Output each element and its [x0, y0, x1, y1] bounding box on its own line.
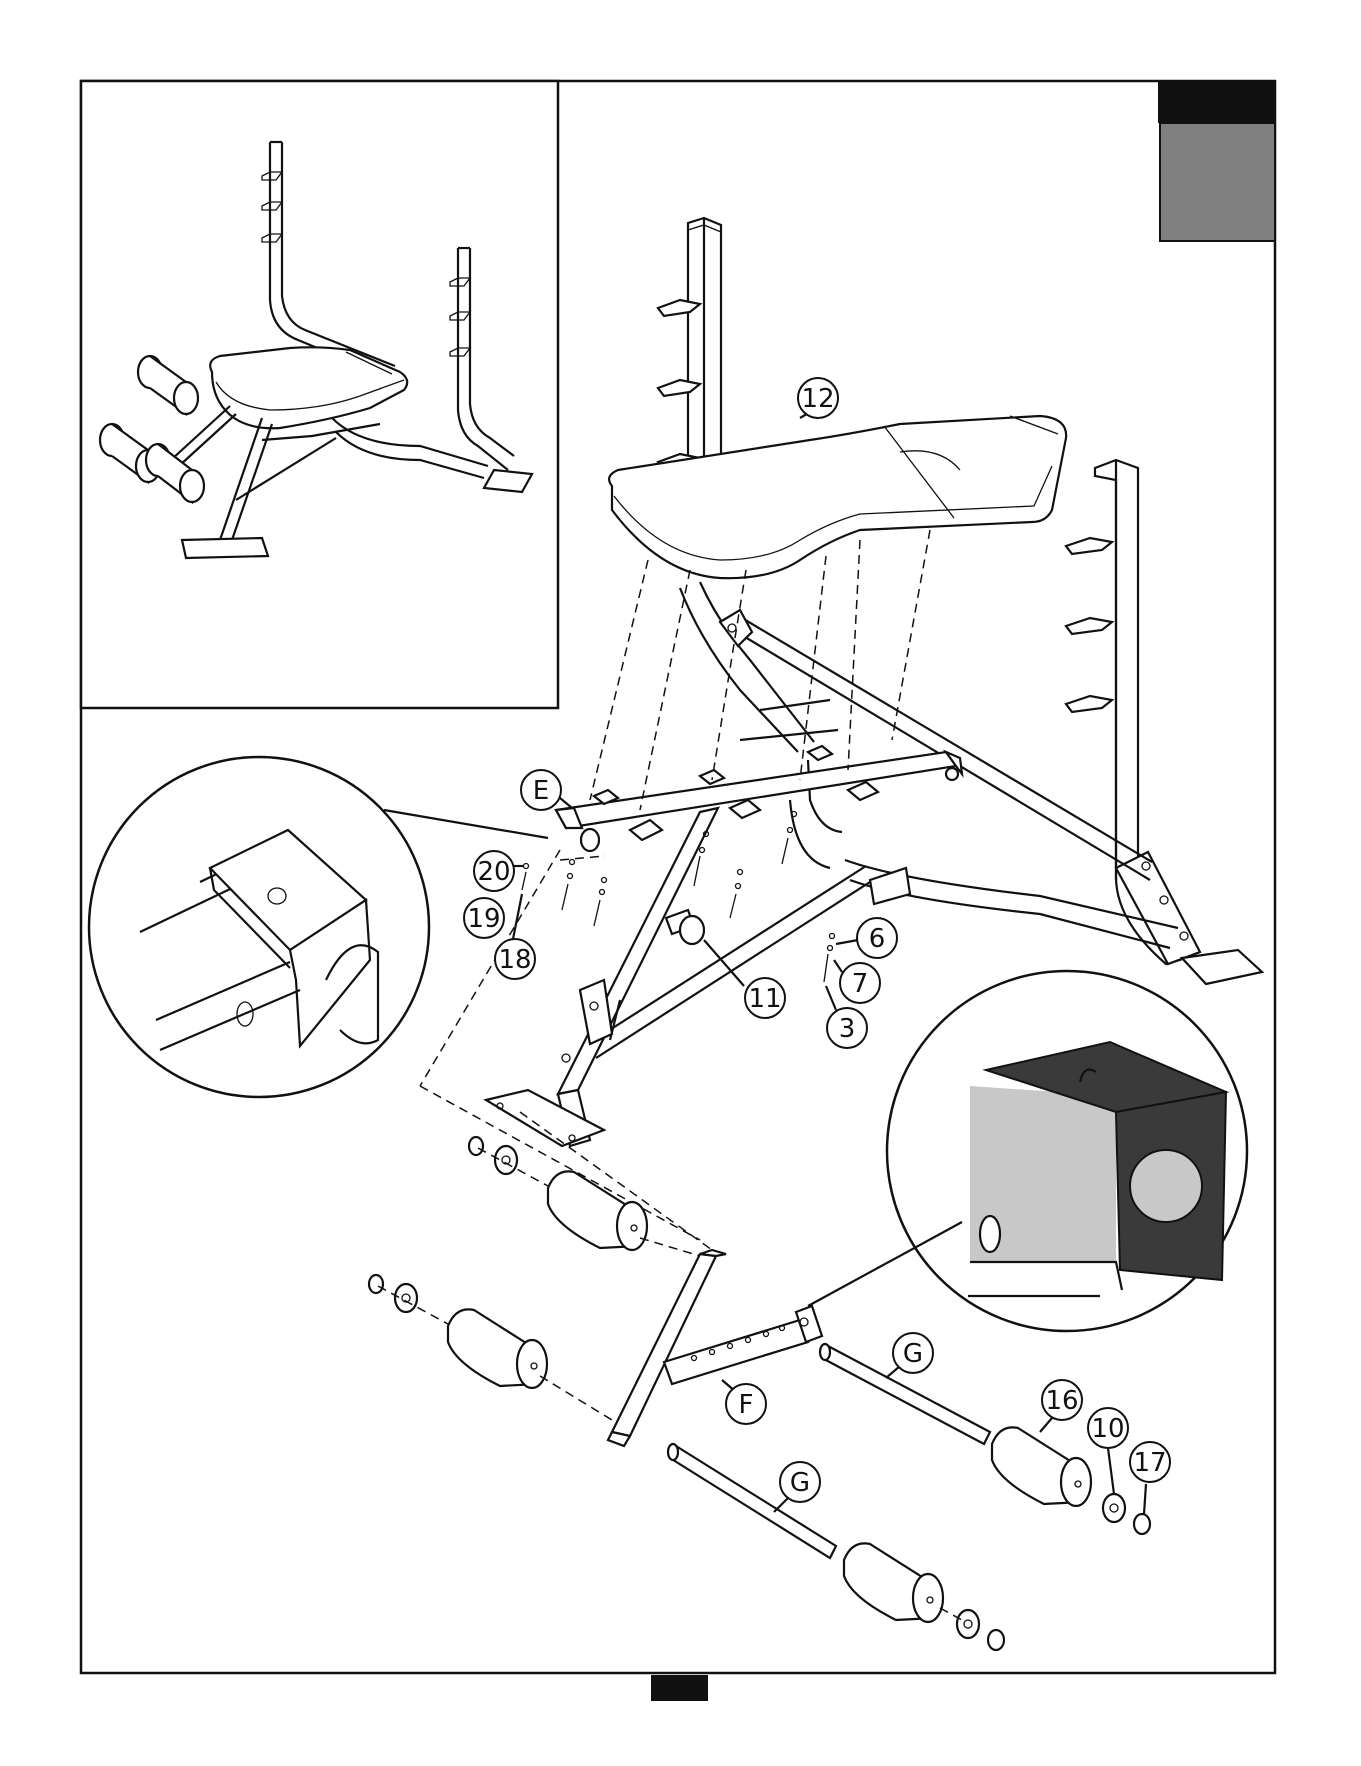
step-tab-icon — [1158, 81, 1275, 241]
svg-text:16: 16 — [1045, 1386, 1078, 1416]
callout-g-upper: G — [893, 1333, 933, 1373]
callout-10: 10 — [1088, 1408, 1128, 1448]
svg-text:17: 17 — [1133, 1448, 1166, 1478]
svg-text:7: 7 — [852, 969, 869, 999]
upright-post-left — [658, 218, 721, 470]
svg-text:F: F — [739, 1390, 754, 1420]
callout-19: 19 — [464, 898, 504, 938]
svg-text:12: 12 — [801, 384, 834, 414]
pop-pin-knob — [666, 910, 704, 944]
crossbar-assembly — [556, 746, 962, 851]
seat-pad — [609, 416, 1066, 578]
callout-g-lower: G — [780, 1462, 820, 1502]
hardware-fasteners — [522, 812, 835, 983]
callout-16: 16 — [1042, 1380, 1082, 1420]
callout-6: 6 — [857, 918, 897, 958]
callout-e: E — [521, 770, 561, 810]
callout-11: 11 — [745, 978, 785, 1018]
axle-rods — [668, 1344, 990, 1558]
svg-text:18: 18 — [498, 945, 531, 975]
page-number-block — [651, 1675, 708, 1701]
callout-7: 7 — [840, 963, 880, 1003]
svg-text:G: G — [903, 1339, 923, 1369]
svg-text:G: G — [790, 1468, 810, 1498]
svg-text:20: 20 — [477, 857, 510, 887]
callout-20: 20 — [474, 851, 514, 891]
svg-text:E: E — [533, 776, 549, 806]
overview-inset — [81, 81, 558, 708]
svg-text:11: 11 — [748, 984, 781, 1014]
svg-text:3: 3 — [839, 1014, 856, 1044]
callout-17: 17 — [1130, 1442, 1170, 1482]
upright-post-right — [1066, 460, 1262, 984]
callout-3: 3 — [827, 1008, 867, 1048]
callout-f: F — [726, 1384, 766, 1424]
svg-text:6: 6 — [869, 924, 886, 954]
callout-12: 12 — [798, 378, 838, 418]
callout-18: 18 — [495, 939, 535, 979]
svg-text:19: 19 — [467, 904, 500, 934]
leg-extension — [608, 1250, 822, 1446]
svg-text:10: 10 — [1091, 1414, 1124, 1444]
detail-end-cap — [808, 971, 1247, 1331]
